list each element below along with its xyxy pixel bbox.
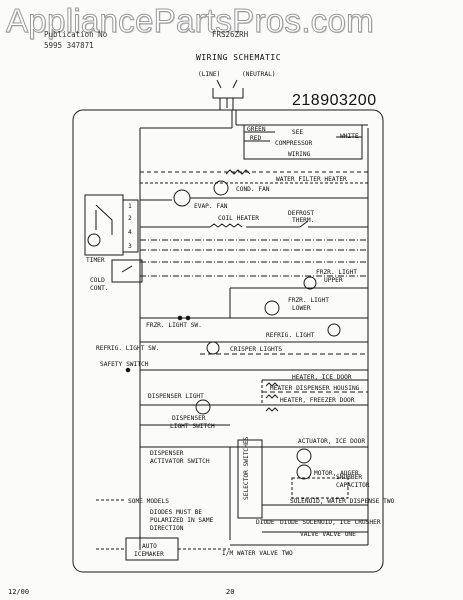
timer-terminal-4: 4: [128, 229, 132, 236]
schematic-border: [72, 109, 384, 573]
auto-icemaker-label-2: ICEMAKER: [134, 551, 164, 558]
compressor-green: GREEN: [247, 126, 266, 133]
timer-terminal-3: 3: [128, 243, 132, 250]
heater-freezer-door-label: HEATER, FREEZER DOOR: [280, 397, 355, 404]
refrig-light-sw-label: REFRIG. LIGHT SW.: [96, 345, 159, 352]
model-number: FRS26ZRH: [212, 30, 249, 39]
evap-fan-label: EVAP. FAN: [194, 203, 228, 210]
footer-page-number: 20: [226, 588, 235, 596]
compressor-white: WHITE: [340, 133, 359, 140]
refrig-light: [327, 323, 341, 337]
timer-label: TIMER: [86, 257, 105, 264]
power-plug: [212, 88, 244, 110]
selector-switches-label: SELECTOR SWITCHES: [243, 436, 250, 500]
cold-cont-label-2: CONT.: [90, 285, 109, 292]
dispenser-light-switch-label-2: LIGHT SWITCH: [170, 423, 215, 430]
diode-solenoid-label: DIODE SOLENOID, ICE CRUSHER: [280, 519, 381, 526]
cond-fan-motor: [213, 180, 229, 196]
compressor-red: RED: [250, 135, 261, 142]
auto-icemaker-label-1: AUTO: [142, 543, 157, 550]
timer-motor: [87, 233, 101, 247]
defrost-therm-label-2: THERM.: [292, 217, 314, 224]
watermark: AppliancePartsPros.com: [6, 2, 375, 40]
plug-prongs: [216, 79, 238, 89]
publication-label: Publication No: [44, 30, 108, 39]
crisper-lights-label: CRISPER LIGHTS: [230, 346, 282, 353]
timer-box: [84, 194, 124, 256]
crisper-light: [206, 341, 220, 355]
heater-ice-door-label: HEATER, ICE DOOR: [292, 374, 352, 381]
defrost-therm-label-1: DEFROST: [288, 210, 314, 217]
dispenser-light: [195, 399, 211, 415]
auger-motor: [296, 464, 312, 480]
freezer-light-lower: [264, 300, 280, 316]
motor-auger-label: MOTOR, AUGER: [314, 470, 359, 477]
frzr-light-sw-label: FRZR. LIGHT SW.: [146, 322, 202, 329]
dispenser-activator-label-2: ACTIVATOR SWITCH: [150, 458, 210, 465]
part-number: 218903200: [292, 92, 377, 109]
safety-switch-label: SAFETY SWITCH: [100, 361, 149, 368]
frzr-light-lower-label-2: LOWER: [292, 305, 311, 312]
selector-switch-box: [237, 439, 263, 519]
im-water-valve-label: I/M WATER VALVE TWO: [222, 550, 293, 557]
snubber-capacitor-box: [291, 477, 349, 499]
some-models-note: SOME MODELS: [128, 498, 169, 505]
compressor-box: [243, 124, 363, 160]
timer-terminal-1: 1: [128, 203, 132, 210]
actuator-ice-door-label: ACTUATOR, ICE DOOR: [298, 438, 365, 445]
capacitor-label: CAPACITOR: [336, 482, 370, 489]
evap-fan-motor: [173, 189, 191, 207]
cold-cont-label-1: COLD: [90, 277, 105, 284]
diode-label: DIODE: [256, 519, 275, 526]
freezer-light-upper: [303, 276, 317, 290]
page-title: WIRING SCHEMATIC: [196, 53, 282, 62]
timer-terminal-2: 2: [128, 215, 132, 222]
cold-control-box: [111, 259, 143, 283]
dispenser-activator-label-1: DISPENSER: [150, 450, 184, 457]
frzr-light-upper-label-1: FRZR. LIGHT: [316, 269, 357, 276]
actuator-ice-door-motor: [296, 448, 312, 464]
diodes-note-2: POLARIZED IN SAME: [150, 517, 214, 524]
diodes-note-1: DIODES MUST BE: [150, 509, 202, 516]
water-filter-heater-label: WATER FILTER HEATER: [276, 176, 347, 183]
compressor-wiring: WIRING: [288, 151, 311, 158]
line-label: (LINE): [198, 71, 220, 78]
heater-dispenser-housing-label: HEATER DISPENSER HOUSING: [270, 385, 360, 392]
frzr-light-upper-label-2: UPPER: [324, 277, 343, 284]
publication-number: 5995 347871: [44, 41, 94, 50]
neutral-label: (NEUTRAL): [242, 71, 276, 78]
coil-heater-label: COIL HEATER: [218, 215, 259, 222]
compressor-see: SEE: [292, 129, 303, 136]
cond-fan-label: COND. FAN: [236, 186, 270, 193]
valve-one-label: VALVE VALVE ONE: [300, 531, 356, 538]
solenoid-water-dispense-label: SOLENOID, WATER DISPENSE TWO: [290, 498, 395, 505]
coil-heater-symbol: [209, 223, 243, 228]
dispenser-light-label: DISPENSER LIGHT: [148, 393, 204, 400]
compressor-word: COMPRESSOR: [275, 140, 313, 147]
frzr-light-lower-label-1: FRZR. LIGHT: [288, 297, 329, 304]
dispenser-light-switch-label-1: DISPENSER: [172, 415, 206, 422]
footer-date: 12/00: [8, 588, 30, 596]
refrig-light-label: REFRIG. LIGHT: [266, 332, 315, 339]
water-filter-heater-symbol: [225, 169, 251, 175]
snubber-label: SNUBBER: [336, 474, 362, 481]
diodes-note-3: DIRECTION: [150, 525, 184, 532]
